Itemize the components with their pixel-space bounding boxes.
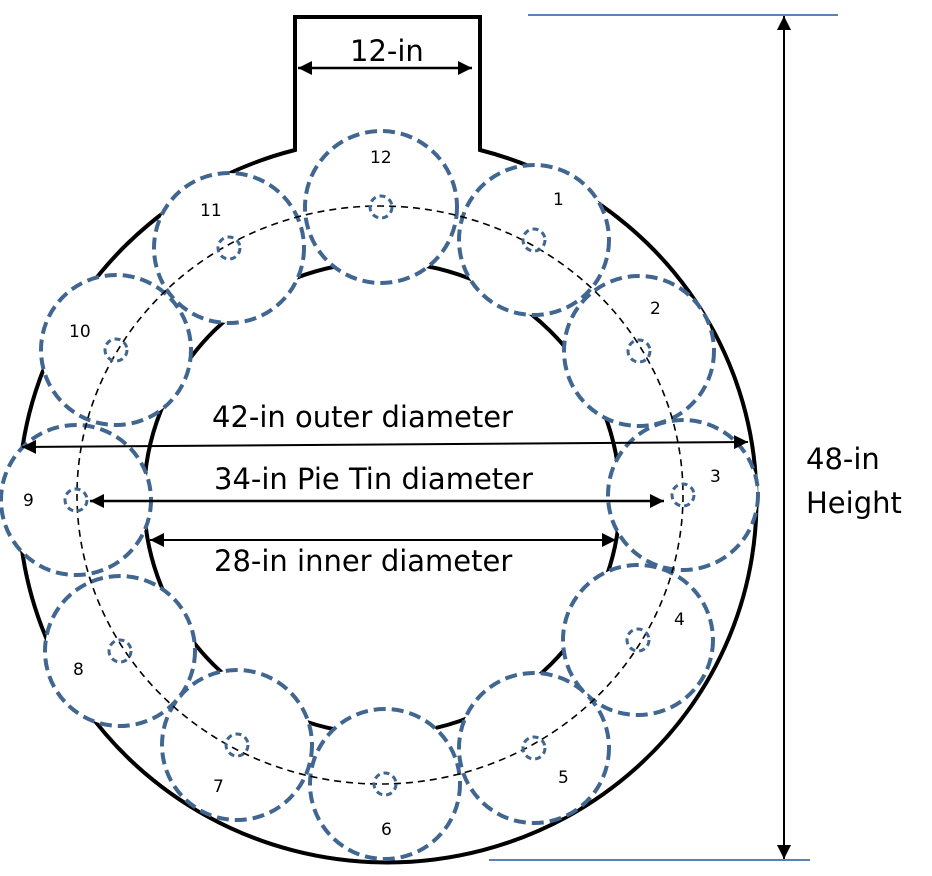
- height-label-line1: 48-in: [806, 442, 880, 476]
- inner-diameter-label: 28-in inner diameter: [214, 544, 513, 578]
- position-label-7: 7: [213, 777, 224, 797]
- position-label-8: 8: [73, 660, 84, 680]
- position-label-5: 5: [558, 768, 569, 788]
- pie-tin-10: [39, 273, 193, 427]
- tab-width-label: 12-in: [350, 34, 424, 68]
- inner-circle: [142, 260, 622, 736]
- pie-tin-11: [152, 171, 306, 325]
- pie-tin-centers: [63, 194, 696, 797]
- position-label-1: 1: [553, 190, 564, 210]
- pie-tin-12: [303, 129, 459, 285]
- position-label-9: 9: [23, 491, 34, 511]
- position-label-6: 6: [381, 820, 392, 840]
- pie-tin-5: [457, 671, 611, 825]
- pie-tin-4: [561, 563, 715, 717]
- height-label-line2: Height: [806, 486, 902, 520]
- outer-disk-outline: [16, 15, 759, 865]
- pie-tin-2: [562, 274, 716, 428]
- outer-diameter-arrow: [21, 435, 749, 454]
- pie-tin-8: [43, 574, 197, 728]
- outer-diameter-label: 42-in outer diameter: [212, 400, 513, 434]
- position-label-4: 4: [674, 610, 685, 630]
- position-label-12: 12: [370, 148, 392, 168]
- position-label-11: 11: [200, 201, 222, 221]
- pie-tin-1: [457, 163, 611, 317]
- position-label-3: 3: [710, 467, 721, 487]
- position-label-2: 2: [650, 299, 661, 319]
- pie-tin-7: [160, 668, 314, 822]
- pie-tin-diameter-label: 34-in Pie Tin diameter: [214, 462, 533, 496]
- position-label-10: 10: [69, 322, 91, 342]
